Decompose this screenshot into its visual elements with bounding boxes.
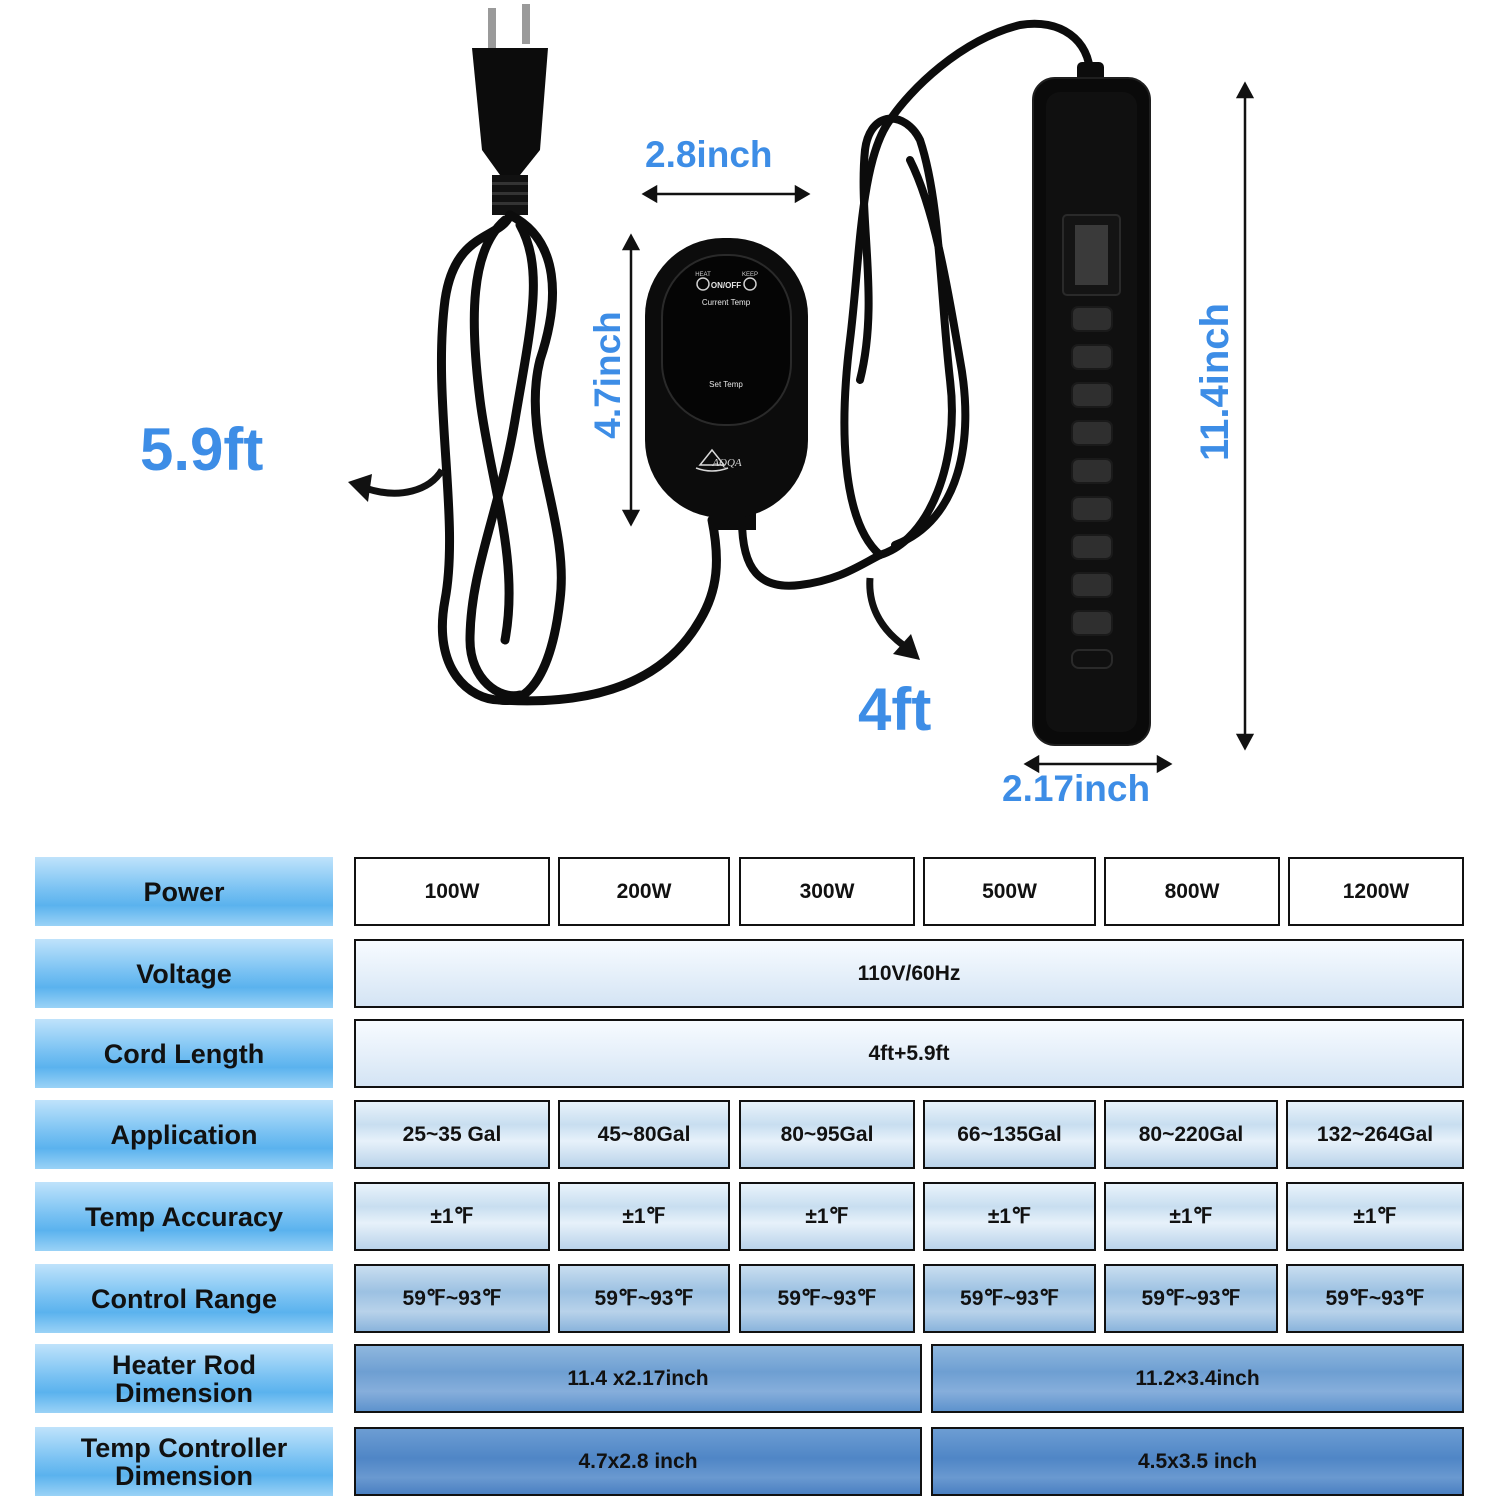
label-heater-rod-dimension: Heater Rod Dimension [35,1344,333,1413]
power-cell: 100W [354,857,550,926]
control-range-cell: 59℉~93℉ [354,1264,550,1333]
label-heater-rod-line1: Heater Rod [111,1349,257,1380]
temp-accuracy-cell: ±1℉ [739,1182,915,1251]
controller-height-label: 4.7inch [587,311,628,439]
heater-length-label: 11.4inch [1193,303,1237,461]
application-cell: 66~135Gal [923,1100,1096,1169]
plug-cord [436,210,721,706]
heater-cord [738,19,1094,590]
heater-rod [1032,62,1151,746]
power-cell: 300W [739,857,915,926]
label-application: Application [35,1100,333,1169]
power-cell: 800W [1104,857,1280,926]
application-cell: 132~264Gal [1286,1100,1464,1169]
control-range-cell: 59℉~93℉ [558,1264,730,1333]
control-range-cell: 59℉~93℉ [923,1264,1096,1333]
label-temp-accuracy: Temp Accuracy [35,1182,333,1251]
control-range-cell: 59℉~93℉ [1286,1264,1464,1333]
temp-controller: HEAT KEEP ON/OFF Current Temp Set Temp A… [645,238,808,530]
cord-length-cell: 4ft+5.9ft [354,1019,1464,1088]
heater-vent-slots [1071,306,1113,636]
cord-plug-length-label: 5.9ft [140,416,264,483]
heater-rod-dimension-cell: 11.4 x2.17inch [354,1344,922,1413]
spec-table: Power 100W 200W 300W 500W 800W 1200W Vol… [0,850,1498,1498]
application-cell: 80~95Gal [739,1100,915,1169]
control-range-cell: 59℉~93℉ [1104,1264,1278,1333]
application-cell: 80~220Gal [1104,1100,1278,1169]
label-heater-rod-line2: Dimension [114,1377,254,1408]
controller-keep-label: KEEP [742,272,758,278]
label-cord-length: Cord Length [35,1019,333,1088]
curved-arrow-left [348,468,445,502]
heater-rod-dimension-cell: 11.2×3.4inch [931,1344,1464,1413]
label-temp-controller-dimension: Temp Controller Dimension [35,1427,333,1496]
controller-width-label: 2.8inch [645,134,773,175]
temp-accuracy-cell: ±1℉ [354,1182,550,1251]
product-drawing: HEAT KEEP ON/OFF Current Temp Set Temp A… [348,4,1255,774]
temp-accuracy-cell: ±1℉ [923,1182,1096,1251]
cord-heater-length-label: 4ft [858,676,932,743]
label-voltage: Voltage [35,939,333,1008]
label-control-range: Control Range [35,1264,333,1333]
controller-heat-label: HEAT [695,272,711,278]
temp-accuracy-cell: ±1℉ [1286,1182,1464,1251]
application-cell: 25~35 Gal [354,1100,550,1169]
application-cell: 45~80Gal [558,1100,730,1169]
controller-brand-logo: AQQA [711,457,742,469]
dimension-arrows [621,81,1255,774]
controller-onoff-label: ON/OFF [711,281,741,290]
label-power: Power [35,857,333,926]
product-illustration: HEAT KEEP ON/OFF Current Temp Set Temp A… [140,4,1255,809]
power-plug [472,4,548,215]
controller-set-temp-label: Set Temp [709,380,743,389]
power-cell: 1200W [1288,857,1464,926]
power-cell: 200W [558,857,730,926]
controller-current-temp-label: Current Temp [702,298,751,307]
label-temp-controller-line1: Temp Controller [80,1432,288,1463]
curved-arrow-right [866,577,920,660]
voltage-cell: 110V/60Hz [354,939,1464,1008]
power-cell: 500W [923,857,1096,926]
label-temp-controller-line2: Dimension [114,1460,254,1491]
temp-accuracy-cell: ±1℉ [1104,1182,1278,1251]
temp-accuracy-cell: ±1℉ [558,1182,730,1251]
temp-controller-dimension-cell: 4.7x2.8 inch [354,1427,922,1496]
control-range-cell: 59℉~93℉ [739,1264,915,1333]
temp-controller-dimension-cell: 4.5x3.5 inch [931,1427,1464,1496]
heater-width-label: 2.17inch [1002,768,1151,809]
